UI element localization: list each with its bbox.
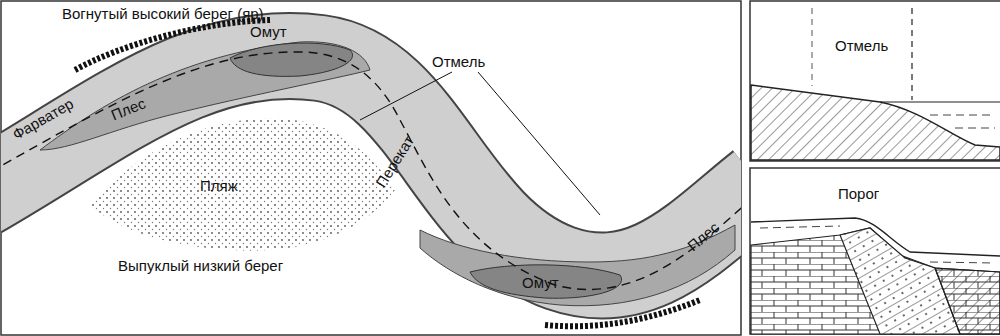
beach-label: Пляж (200, 178, 238, 195)
bank-label: Вогнутый высокий берег (яр) (62, 6, 264, 23)
shoal-label: Отмель (432, 54, 485, 71)
pool-label: Омут (250, 24, 287, 41)
rapids-label: Порог (838, 186, 879, 203)
pool-label: Омут (522, 275, 559, 292)
bank-label: Выпуклый низкий берег (118, 258, 283, 275)
shoal-label: Отмель (835, 38, 888, 55)
